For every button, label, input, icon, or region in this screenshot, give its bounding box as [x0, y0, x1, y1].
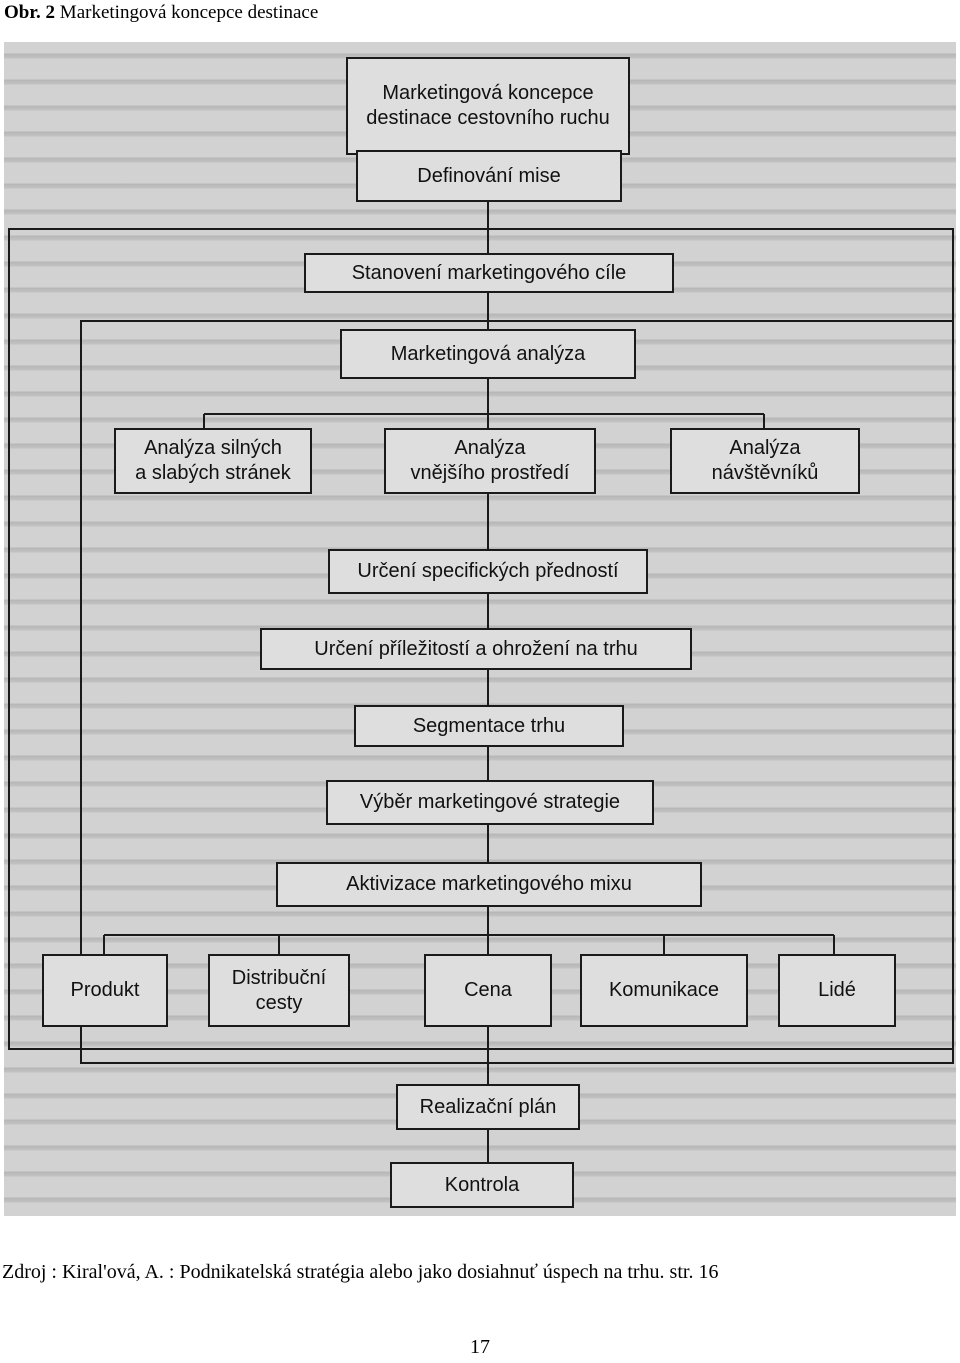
box-mix-people-label: Lidé	[818, 979, 856, 1001]
box-destination-concept-line2: destinace cestovního ruchu	[366, 107, 610, 129]
box-marketing-mix: Aktivizace marketingového mixu	[276, 862, 702, 907]
objective-frame	[8, 228, 954, 1050]
box-swot-analysis-line2: a slabých stránek	[135, 462, 291, 484]
box-opportunities-threats-label: Určení příležitostí a ohrožení na trhu	[314, 637, 638, 660]
box-mix-price: Cena	[424, 954, 552, 1027]
box-marketing-analysis-label: Marketingová analýza	[390, 342, 586, 365]
box-mix-distribution: Distribuční cesty	[208, 954, 350, 1027]
box-mission: Definování mise	[356, 150, 622, 202]
box-control: Kontrola	[390, 1162, 574, 1208]
box-mix-people: Lidé	[778, 954, 896, 1027]
box-implementation-plan: Realizační plán	[396, 1084, 580, 1130]
box-opportunities-threats: Určení příležitostí a ohrožení na trhu	[260, 628, 692, 670]
source-citation: Zdroj : Kiral'ová, A. : Podnikatelská st…	[2, 1261, 719, 1283]
box-environment-analysis: Analýza vnějšího prostředí	[384, 428, 596, 494]
box-objective-label: Stanovení marketingového cíle	[351, 261, 627, 284]
box-implementation-plan-label: Realizační plán	[419, 1095, 557, 1118]
box-mix-communication: Komunikace	[580, 954, 748, 1027]
box-swot-analysis: Analýza silných a slabých stránek	[114, 428, 312, 494]
box-environment-analysis-line1: Analýza	[454, 437, 526, 459]
box-specific-strengths: Určení specifických předností	[328, 549, 648, 594]
box-destination-concept: Marketingová koncepce destinace cestovní…	[346, 57, 630, 155]
box-marketing-mix-label: Aktivizace marketingového mixu	[346, 873, 632, 895]
scanned-diagram: Marketingová koncepce destinace cestovní…	[4, 42, 956, 1216]
box-strategy: Výběr marketingové strategie	[326, 780, 654, 825]
box-destination-concept-line1: Marketingová koncepce	[382, 82, 594, 104]
box-swot-analysis-line1: Analýza silných	[144, 437, 282, 459]
box-mix-product: Produkt	[42, 954, 168, 1027]
box-visitor-analysis-line2: návštěvníků	[711, 462, 819, 484]
box-environment-analysis-line2: vnějšího prostředí	[410, 462, 570, 484]
figure-caption: Obr. 2 Marketingová koncepce destinace	[4, 2, 318, 24]
box-mix-communication-label: Komunikace	[608, 979, 720, 1001]
box-mix-distribution-line1: Distribuční	[231, 966, 327, 989]
diagram-connectors	[103, 150, 835, 1162]
box-control-label: Kontrola	[444, 1173, 520, 1196]
box-marketing-analysis: Marketingová analýza	[340, 329, 636, 379]
figure-label: Obr. 2	[4, 2, 56, 23]
figure-title: Marketingová koncepce destinace	[59, 2, 319, 23]
box-strategy-label: Výběr marketingové strategie	[359, 791, 621, 813]
box-specific-strengths-label: Určení specifických předností	[357, 560, 619, 582]
box-mix-product-label: Produkt	[70, 979, 140, 1001]
box-visitor-analysis: Analýza návštěvníků	[670, 428, 860, 494]
box-segmentation-label: Segmentace trhu	[412, 714, 566, 737]
box-visitor-analysis-line1: Analýza	[729, 437, 801, 459]
box-objective: Stanovení marketingového cíle	[304, 253, 674, 293]
box-mix-distribution-line2: cesty	[255, 991, 303, 1014]
box-mission-label: Definování mise	[417, 164, 561, 187]
box-mix-price-label: Cena	[464, 979, 512, 1001]
box-segmentation: Segmentace trhu	[354, 705, 624, 747]
page-number: 17	[470, 1336, 490, 1358]
